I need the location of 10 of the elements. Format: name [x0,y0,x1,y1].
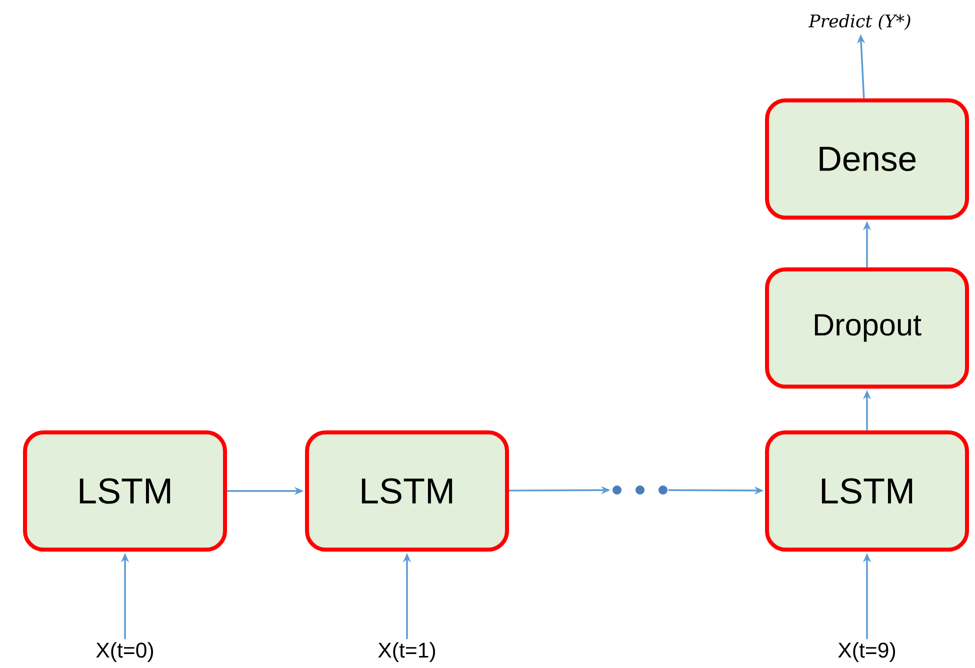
layer-box: Dropout [765,267,969,389]
layer-box: Dense [765,98,969,220]
ellipsis-dots [612,486,668,494]
input-label: X(t=0) [96,642,154,662]
layer-box: LSTM [305,430,509,552]
layer-box: LSTM [23,430,227,552]
layer-box: LSTM [765,430,969,552]
input-label: X(t=9) [838,642,896,662]
output-label: Predict (Y*) [808,14,910,30]
input-label: X(t=1) [378,642,436,662]
